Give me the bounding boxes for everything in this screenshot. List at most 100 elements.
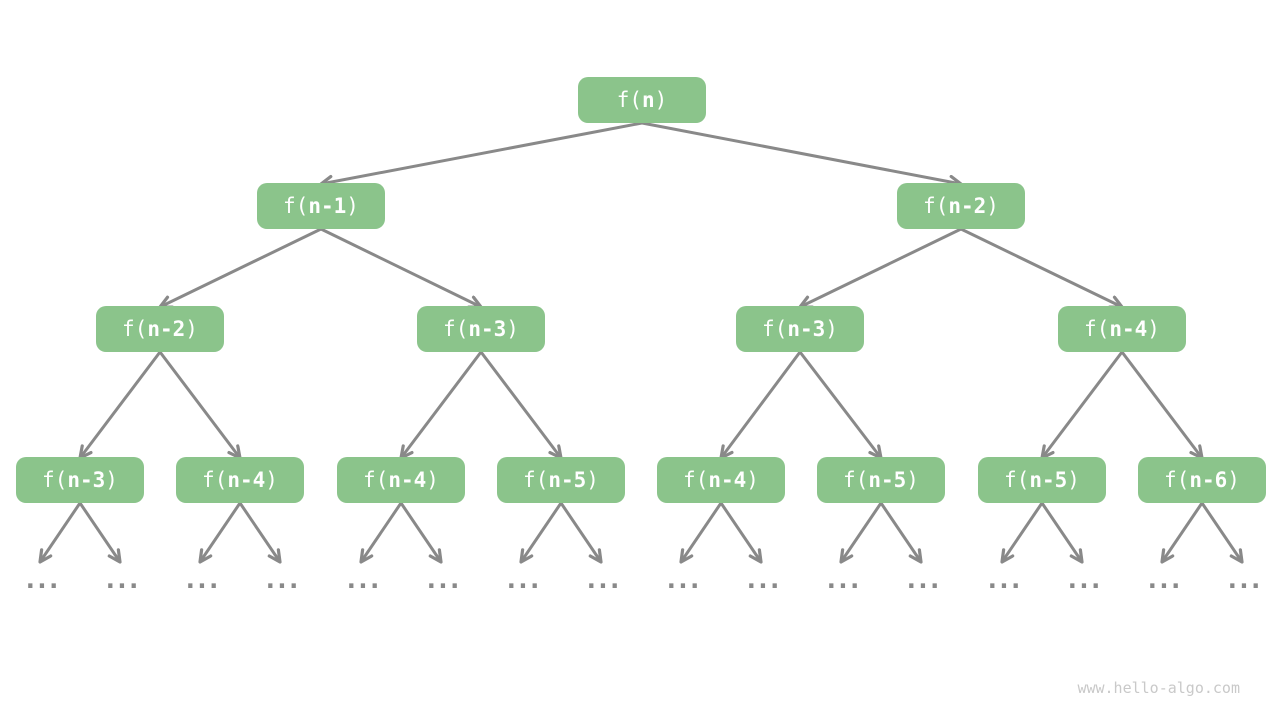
node-label-suffix: ) [654,88,668,112]
node-label-prefix: f( [1164,468,1190,492]
tree-edge [719,502,761,562]
tree-edge [521,502,563,562]
tree-edge [238,502,280,562]
ellipsis-leaf: ... [1064,565,1104,595]
node-label-argument: n-3 [787,317,826,341]
tree-edge [1042,351,1124,458]
tree-edge [80,351,162,458]
node-label-suffix: ) [825,317,838,341]
tree-edge [1040,502,1082,562]
tree-edge [841,502,883,562]
node-label-argument: n-3 [67,468,106,492]
node-label-argument: n-5 [1029,468,1068,492]
ellipsis-leaf: ... [22,565,62,595]
tree-node: f(n-6) [1138,457,1266,503]
tree-edge [399,502,441,562]
node-label-prefix: f( [122,317,148,341]
tree-edge [800,227,962,307]
tree-edge [641,121,961,184]
node-label-suffix: ) [1067,468,1080,492]
node-label-argument: n-4 [388,468,427,492]
tree-edge [681,502,723,562]
node-label-suffix: ) [265,468,278,492]
tree-edge [401,351,483,458]
node-label-argument: n-1 [308,194,347,218]
ellipsis-leaf: ... [903,565,943,595]
ellipsis-leaf: ... [743,565,783,595]
node-label-prefix: f( [443,317,469,341]
node-label-suffix: ) [1147,317,1160,341]
node-label-suffix: ) [586,468,599,492]
node-label-suffix: ) [185,317,198,341]
node-label-suffix: ) [906,468,919,492]
ellipsis-leaf: ... [102,565,142,595]
node-label-argument: n-5 [548,468,587,492]
node-label-prefix: f( [363,468,389,492]
tree-node: f(n) [578,77,706,123]
tree-node: f(n-5) [497,457,625,503]
tree-node: f(n-5) [978,457,1106,503]
node-label-prefix: f( [1084,317,1110,341]
node-label-argument: n-4 [227,468,266,492]
tree-node: f(n-4) [1058,306,1186,352]
tree-node: f(n-3) [736,306,864,352]
tree-node: f(n-4) [337,457,465,503]
node-label-argument: n-6 [1189,468,1228,492]
tree-edge [559,502,601,562]
node-label-suffix: ) [506,317,519,341]
node-label-prefix: f( [1004,468,1030,492]
node-label-suffix: ) [346,194,359,218]
tree-edge [879,502,921,562]
tree-edge [479,351,561,458]
node-label-prefix: f( [683,468,709,492]
tree-edge [78,502,120,562]
tree-edge [960,227,1122,307]
tree-edge [320,227,481,307]
node-label-prefix: f( [283,194,309,218]
node-label-suffix: ) [746,468,759,492]
node-label-argument: n [641,88,655,112]
tree-node: f(n-1) [257,183,385,229]
ellipsis-leaf: ... [262,565,302,595]
tree-edge [1162,502,1204,562]
ellipsis-leaf: ... [343,565,383,595]
ellipsis-leaf: ... [663,565,703,595]
tree-node: f(n-4) [176,457,304,503]
tree-edge [160,227,322,307]
node-label-suffix: ) [426,468,439,492]
ellipsis-leaf: ... [503,565,543,595]
tree-edge [1120,351,1202,458]
tree-node: f(n-2) [897,183,1025,229]
tree-node: f(n-5) [817,457,945,503]
node-label-argument: n-2 [147,317,186,341]
tree-node: f(n-2) [96,306,224,352]
node-label-prefix: f( [616,88,642,112]
tree-edge [721,351,802,458]
ellipsis-leaf: ... [1144,565,1184,595]
tree-node: f(n-4) [657,457,785,503]
tree-edge [1200,502,1242,562]
tree-edge [321,121,643,184]
node-label-prefix: f( [923,194,949,218]
node-label-prefix: f( [523,468,549,492]
tree-edge [798,351,881,458]
node-label-suffix: ) [986,194,999,218]
ellipsis-leaf: ... [423,565,463,595]
node-label-suffix: ) [1227,468,1240,492]
ellipsis-leaf: ... [182,565,222,595]
node-label-suffix: ) [105,468,118,492]
tree-edge [158,351,240,458]
node-label-prefix: f( [762,317,788,341]
tree-edge [361,502,403,562]
node-label-prefix: f( [202,468,228,492]
node-label-argument: n-2 [948,194,987,218]
node-label-argument: n-3 [468,317,507,341]
node-label-argument: n-5 [868,468,907,492]
tree-edge [1002,502,1044,562]
watermark: www.hello-algo.com [1077,679,1240,697]
ellipsis-leaf: ... [1224,565,1264,595]
ellipsis-leaf: ... [583,565,623,595]
ellipsis-leaf: ... [984,565,1024,595]
